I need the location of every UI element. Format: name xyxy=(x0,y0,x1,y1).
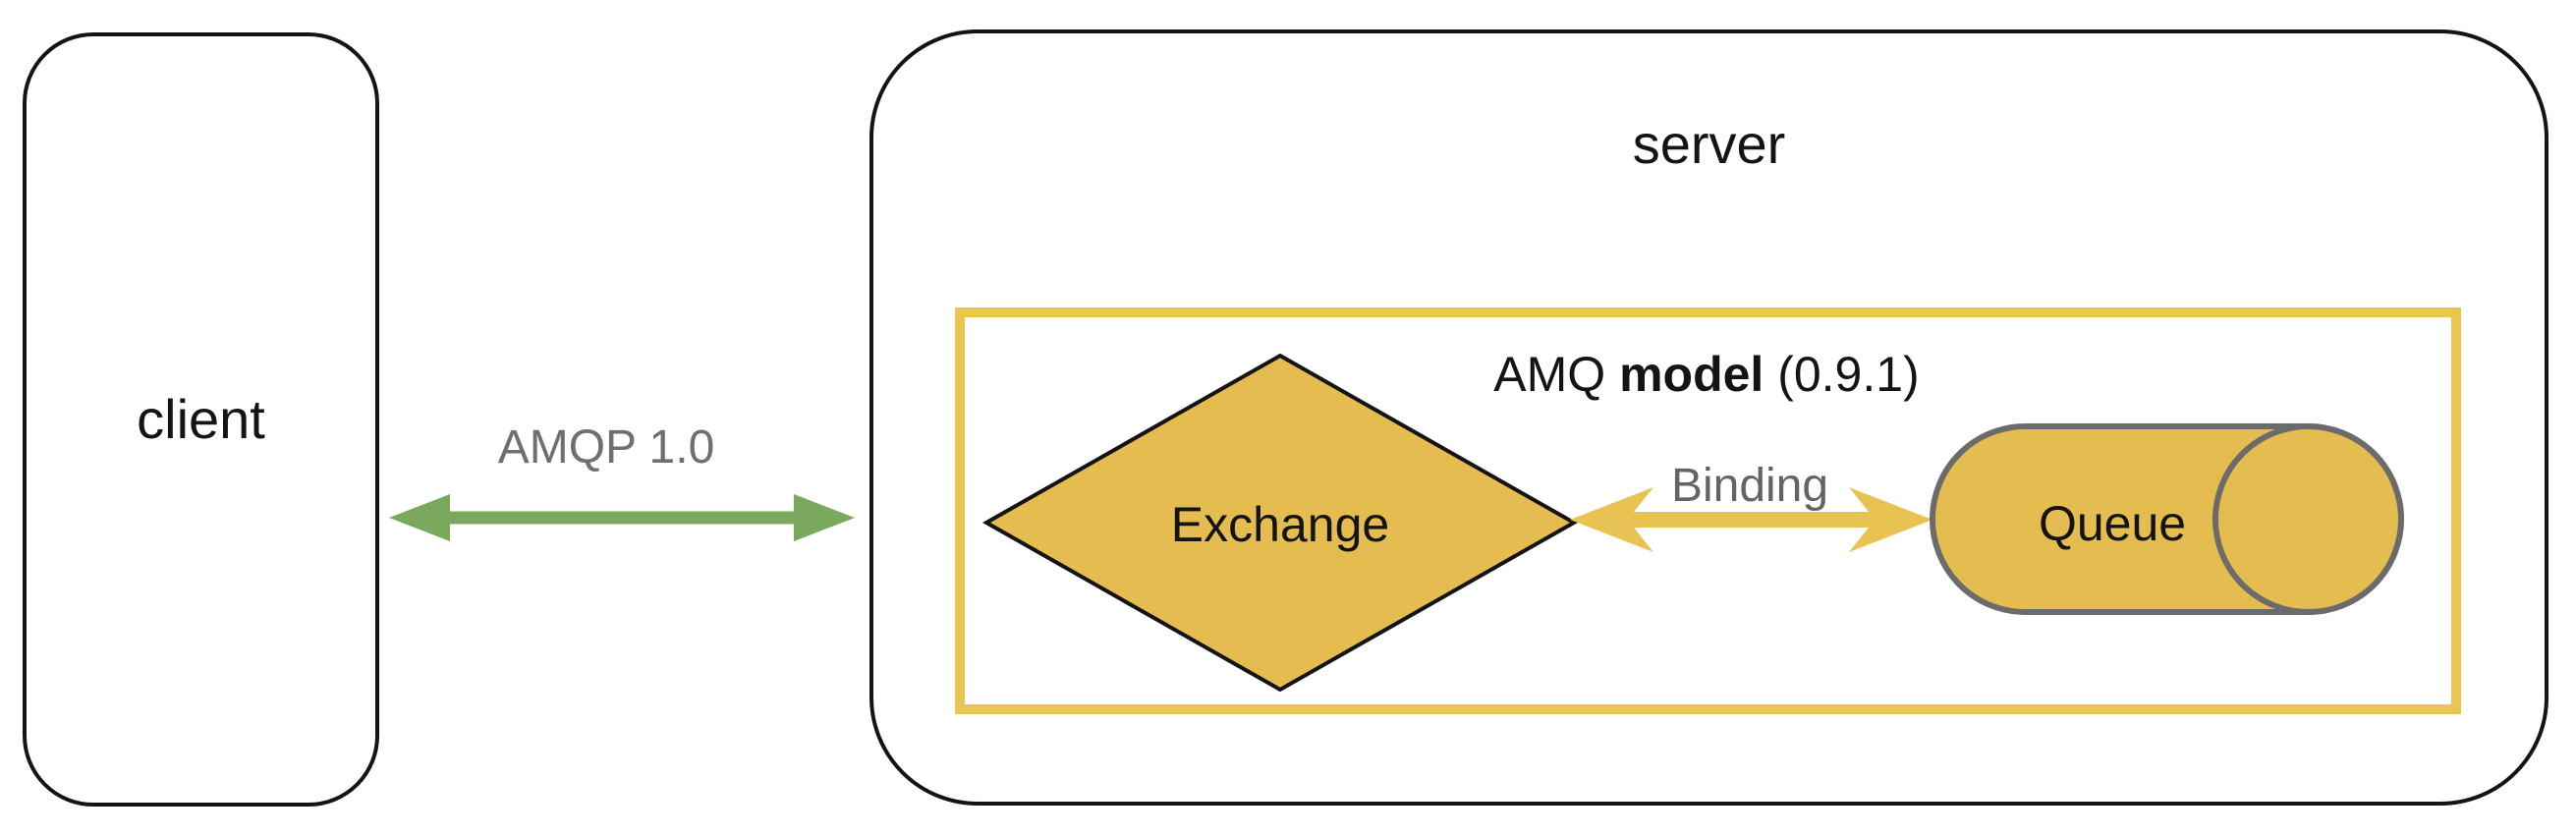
amqp-double-arrow-icon xyxy=(389,494,855,541)
exchange-label: Exchange xyxy=(1170,497,1390,552)
client-label: client xyxy=(137,388,265,450)
client-box: client xyxy=(23,32,379,807)
server-box xyxy=(869,29,2548,806)
binding-arrow-shape xyxy=(1570,487,1932,552)
queue-label: Queue xyxy=(2038,496,2187,551)
amq-model-title: AMQ model (0.9.1) xyxy=(1314,347,2100,402)
amq-model-title-prefix: AMQ xyxy=(1493,347,1620,402)
amqp-arrow-shape xyxy=(389,494,855,541)
binding-double-arrow-icon xyxy=(1570,487,1932,552)
queue-cylinder-cap xyxy=(2212,423,2404,615)
amq-model-title-bold: model xyxy=(1619,347,1764,402)
amqp-link-label: AMQP 1.0 xyxy=(497,421,715,474)
binding-label: Binding xyxy=(1670,460,1829,512)
amq-model-title-suffix: (0.9.1) xyxy=(1764,347,1920,402)
queue-cylinder-icon xyxy=(1930,423,2404,615)
exchange-diamond-icon xyxy=(981,353,1579,693)
amq-model-box xyxy=(955,307,2461,714)
server-label: server xyxy=(1632,113,1786,175)
exchange-diamond-shape xyxy=(981,353,1579,693)
